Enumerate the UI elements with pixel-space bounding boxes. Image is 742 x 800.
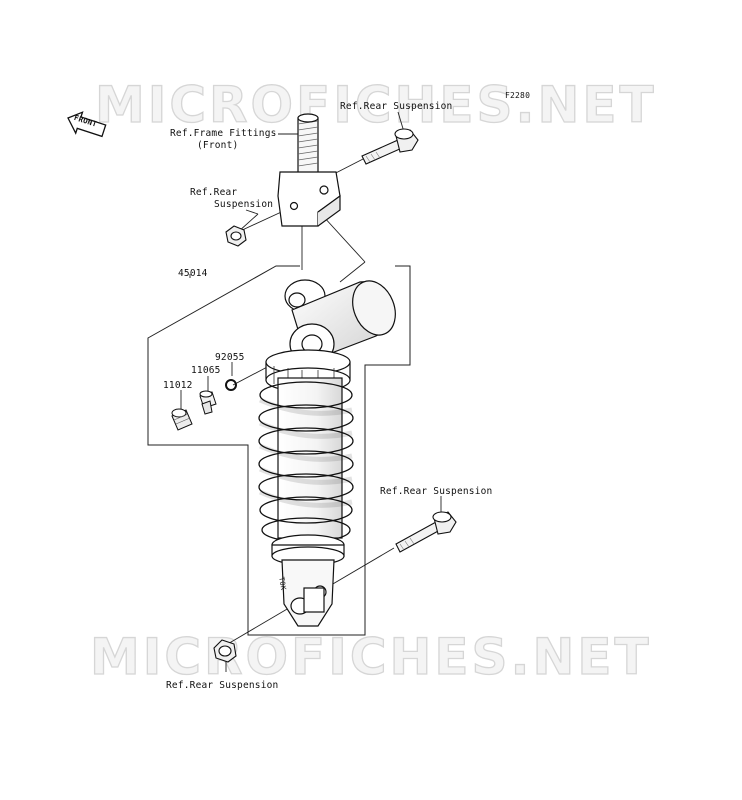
part-number-11065: 11065	[191, 365, 221, 376]
leader-lines	[180, 111, 442, 672]
ref-frame-fittings-line1: Ref.Frame Fittings	[170, 128, 277, 139]
part-number-11012: 11012	[163, 380, 193, 391]
frame-mount-clevis	[277, 113, 341, 227]
ref-rear-suspension-mid: Ref.Rear Suspension	[380, 486, 493, 497]
watermark-top: MICROFICHES.NET	[94, 76, 657, 134]
part-number-45014: 45014	[178, 268, 208, 279]
assembly-bracket	[147, 265, 411, 636]
lower-bolt	[395, 511, 457, 553]
front-arrow-icon	[67, 111, 107, 138]
upper-bolt	[361, 128, 419, 165]
ref-rear-suspension-bottom: Ref.Rear Suspension	[166, 680, 279, 691]
fitting-11065	[199, 390, 217, 415]
cap-11012	[171, 408, 193, 431]
o-ring-92055	[225, 379, 237, 391]
figure-code: F2280	[505, 91, 531, 100]
shock-absorber	[258, 279, 396, 627]
ref-rear-left-line1: Ref.Rear	[190, 187, 238, 198]
watermark-bottom: MICROFICHES.NET	[89, 628, 652, 686]
part-number-92055: 92055	[215, 352, 245, 363]
ref-rear-left-line2: Suspension	[214, 199, 274, 210]
ref-frame-fittings-line2: (Front)	[197, 140, 239, 151]
upper-nut	[225, 225, 247, 247]
shock-marking: TOK	[277, 576, 288, 591]
lower-nut	[213, 639, 237, 663]
ref-rear-suspension-top: Ref.Rear Suspension	[340, 101, 453, 112]
